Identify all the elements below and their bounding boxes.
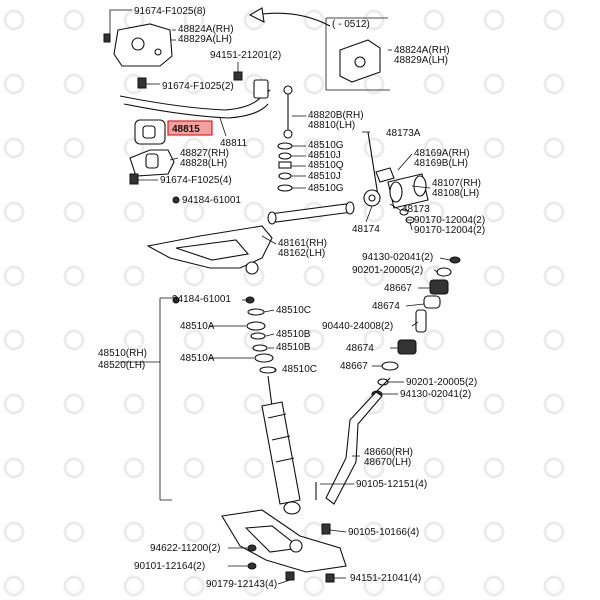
shock-absorber [261,375,301,515]
washer-stack-lower [245,296,277,374]
watermark-pattern [3,9,565,597]
part-label[interactable]: 94184-61001 [172,294,231,305]
part-label[interactable]: 48510C [276,305,311,316]
part-label[interactable]: 48510G [308,183,344,194]
part-label[interactable]: 48107(RH) [432,178,481,189]
part-label[interactable]: 90201-20005(2) [352,265,423,276]
bolt-left-bottom [129,173,139,185]
part-label[interactable]: 48828(LH) [180,158,227,169]
part-label[interactable]: 91674-F1025(4) [160,175,232,186]
date-range-label: ( - 0512) [332,19,370,30]
stabilizer-bar [119,79,271,119]
part-label[interactable]: 48173 [402,204,430,215]
part-label[interactable]: 48829A(LH) [178,34,232,45]
part-label[interactable]: 94151-21201(2) [210,50,281,61]
part-label[interactable]: 48674 [372,301,400,312]
bracket-left [103,23,173,67]
bolt-48173A [367,131,379,197]
part-label[interactable]: 90179-12143(4) [206,579,277,590]
part-label[interactable]: 48824A(RH) [394,45,450,56]
part-label[interactable]: 90440-24008(2) [322,321,393,332]
part-label[interactable]: 48827(RH) [180,148,229,159]
part-label[interactable]: 94130-02041(2) [362,252,433,263]
lower-control-arm [221,509,347,573]
part-label[interactable]: 48510B [276,342,311,353]
highlight-48815 [167,120,213,136]
part-label[interactable]: 48520(LH) [98,360,145,371]
nut-94151 [233,71,243,81]
part-label[interactable]: 48660(RH) [364,447,413,458]
part-label[interactable]: 94184-61001 [182,195,241,206]
leader-lines [109,9,451,585]
part-label[interactable]: 48161(RH) [278,238,327,249]
part-label[interactable]: 48169B(LH) [414,158,468,169]
part-label[interactable]: 91674-F1025(8) [134,6,206,17]
stabilizer-link [283,85,293,139]
upper-arm-shaft [267,201,355,225]
part-label[interactable]: 48510Q [308,160,344,171]
part-label[interactable]: 94622-11200(2) [150,543,220,554]
part-label[interactable]: 48670(LH) [364,457,411,468]
part-label[interactable]: 48510J [308,150,341,161]
torsion-anchor [363,167,429,209]
part-label[interactable]: 48829A(LH) [394,55,448,66]
part-label[interactable]: 48510A [180,353,215,364]
part-label[interactable]: 90105-10166(4) [348,527,419,538]
curved-arrow [248,7,331,27]
part-label[interactable]: 48169A(RH) [414,148,470,159]
part-label[interactable]: 48811 [220,138,248,149]
part-label[interactable]: 48667 [340,361,368,372]
part-label[interactable]: 48667 [384,283,412,294]
bolts-90105 [315,482,331,535]
part-label[interactable]: 48810(LH) [308,120,355,131]
part-label[interactable]: 91674-F1025(2) [162,81,234,92]
part-label[interactable]: 94130-02041(2) [400,389,471,400]
washer-stack-upper [277,142,293,192]
part-label[interactable]: 90201-20005(2) [406,377,477,388]
part-label[interactable]: 48510G [308,140,344,151]
part-label[interactable]: 90101-12164(2) [134,561,205,572]
part-label[interactable]: 48674 [346,343,374,354]
part-label[interactable]: 48510C [282,364,317,375]
bushing-48815 [134,119,166,145]
part-labels: 91674-F1025(8) 48824A(RH) 48829A(LH) 488… [98,6,485,590]
part-label-highlighted[interactable]: 48815 [172,124,200,135]
part-label[interactable]: 90170-12004(2) [414,215,485,226]
bracket-48660 [325,377,391,505]
bracket-48827 [129,149,175,177]
part-label[interactable]: 90105-12151(4) [356,479,427,490]
bracket-inset-box [325,17,390,91]
part-label[interactable]: 48510B [276,329,311,340]
part-label[interactable]: 48510J [308,171,341,182]
washer-94184-upper [172,196,180,204]
part-label[interactable]: 48108(LH) [432,188,479,199]
part-label[interactable]: 48162(LH) [278,248,325,259]
part-label[interactable]: 48824A(RH) [178,24,234,35]
part-label[interactable]: 48510A [180,321,215,332]
right-damper-parts [371,256,461,398]
part-label[interactable]: 90170-12004(2) [414,225,485,236]
part-label[interactable]: 94151-21041(4) [350,573,421,584]
part-label[interactable]: 48820B(RH) [308,110,364,121]
part-label[interactable]: 48510(RH) [98,348,147,359]
upper-control-arm [146,225,273,275]
bolt-left-top [137,77,147,89]
part-label[interactable]: 48173A [386,128,421,139]
part-label[interactable]: 48174 [352,224,380,235]
